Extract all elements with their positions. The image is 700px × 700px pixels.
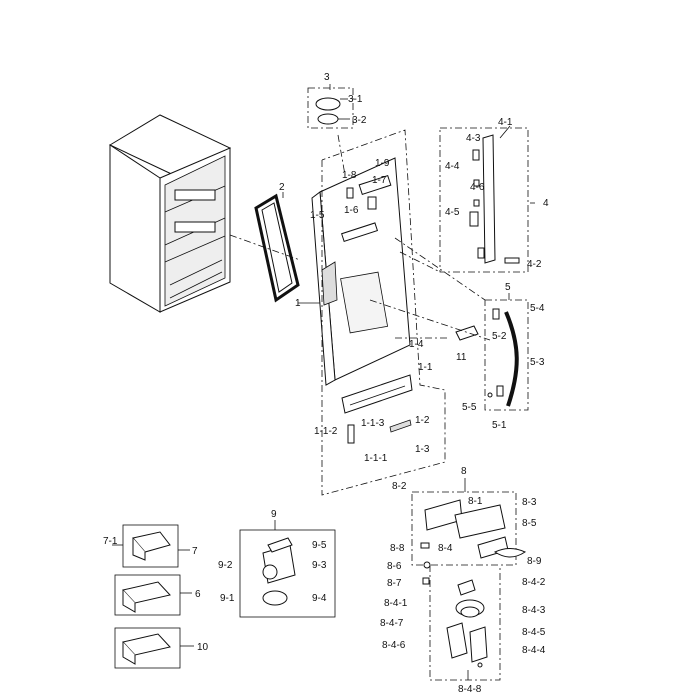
door-gasket bbox=[254, 193, 300, 303]
label-5: 5 bbox=[505, 282, 511, 293]
label-1-2: 1-2 bbox=[415, 415, 430, 426]
part-labels: 3 3-1 3-2 1-9 1-8 1-7 1-6 1-5 2 1 1-4 1-… bbox=[103, 72, 549, 695]
label-1-1-2: 1-1-2 bbox=[314, 426, 338, 437]
label-8-5: 8-5 bbox=[522, 518, 537, 529]
label-8-4-4: 8-4-4 bbox=[522, 645, 546, 656]
label-4-5: 4-5 bbox=[445, 207, 460, 218]
part-10 bbox=[114, 627, 181, 669]
label-3-2: 3-2 bbox=[352, 115, 367, 126]
water-filter-11 bbox=[455, 325, 479, 341]
door-handle-group-5 bbox=[484, 299, 529, 411]
part-6 bbox=[114, 574, 181, 616]
label-8-2: 8-2 bbox=[392, 481, 407, 492]
label-7-1: 7-1 bbox=[103, 536, 118, 547]
label-8-4-8: 8-4-8 bbox=[458, 684, 482, 695]
hinge-parts-3 bbox=[307, 87, 354, 129]
label-1-7: 1-7 bbox=[372, 175, 387, 186]
hinge-bracket-group-4 bbox=[439, 127, 529, 273]
label-9-5: 9-5 bbox=[312, 540, 327, 551]
label-1-1: 1-1 bbox=[418, 362, 433, 373]
label-3-1: 3-1 bbox=[348, 94, 363, 105]
projection-lines bbox=[229, 134, 491, 341]
label-1-1-3: 1-1-3 bbox=[361, 418, 385, 429]
label-5-5: 5-5 bbox=[462, 402, 477, 413]
label-8-4-5: 8-4-5 bbox=[522, 627, 546, 638]
label-8-8: 8-8 bbox=[390, 543, 405, 554]
label-8-4-7: 8-4-7 bbox=[380, 618, 404, 629]
label-5-2: 5-2 bbox=[492, 331, 507, 342]
label-5-1: 5-1 bbox=[492, 420, 507, 431]
door-group-outline bbox=[321, 129, 446, 496]
label-1-5: 1-5 bbox=[310, 210, 325, 221]
label-9: 9 bbox=[271, 509, 277, 520]
label-9-1: 9-1 bbox=[220, 593, 235, 604]
label-8: 8 bbox=[461, 466, 467, 477]
leader-lines bbox=[112, 84, 535, 680]
label-8-4-6: 8-4-6 bbox=[382, 640, 406, 651]
label-1-6: 1-6 bbox=[344, 205, 359, 216]
label-8-4: 8-4 bbox=[438, 543, 453, 554]
refrigerator-cabinet bbox=[108, 114, 232, 313]
label-10: 10 bbox=[197, 642, 209, 653]
ice-maker-group-8 bbox=[411, 491, 527, 681]
label-8-7: 8-7 bbox=[387, 578, 402, 589]
dispenser-cover bbox=[341, 374, 413, 444]
ice-motor-group-9 bbox=[239, 529, 336, 618]
door-top-parts bbox=[341, 174, 392, 242]
label-8-1: 8-1 bbox=[468, 496, 483, 507]
label-4-4: 4-4 bbox=[445, 161, 460, 172]
label-1-9: 1-9 bbox=[375, 158, 390, 169]
label-2: 2 bbox=[279, 182, 285, 193]
label-8-4-3: 8-4-3 bbox=[522, 605, 546, 616]
label-9-4: 9-4 bbox=[312, 593, 327, 604]
label-7: 7 bbox=[192, 546, 198, 557]
label-8-4-1: 8-4-1 bbox=[384, 598, 408, 609]
label-5-4: 5-4 bbox=[530, 303, 545, 314]
label-1-3: 1-3 bbox=[415, 444, 430, 455]
label-9-2: 9-2 bbox=[218, 560, 233, 571]
door-assembly bbox=[311, 157, 411, 386]
label-1-1-1: 1-1-1 bbox=[364, 453, 388, 464]
label-9-3: 9-3 bbox=[312, 560, 327, 571]
label-8-9: 8-9 bbox=[527, 556, 542, 567]
label-1: 1 bbox=[295, 298, 301, 309]
label-8-4-2: 8-4-2 bbox=[522, 577, 546, 588]
label-4-1: 4-1 bbox=[498, 117, 513, 128]
part-7 bbox=[122, 524, 179, 568]
label-1-4: 1-4 bbox=[409, 339, 424, 350]
label-8-3: 8-3 bbox=[522, 497, 537, 508]
label-3: 3 bbox=[324, 72, 330, 83]
label-6: 6 bbox=[195, 589, 201, 600]
label-4-6: 4-6 bbox=[470, 182, 485, 193]
label-4: 4 bbox=[543, 198, 549, 209]
label-4-2: 4-2 bbox=[527, 259, 542, 270]
label-5-3: 5-3 bbox=[530, 357, 545, 368]
label-8-6: 8-6 bbox=[387, 561, 402, 572]
label-4-3: 4-3 bbox=[466, 133, 481, 144]
label-1-8: 1-8 bbox=[342, 170, 357, 181]
label-11: 11 bbox=[456, 352, 467, 363]
